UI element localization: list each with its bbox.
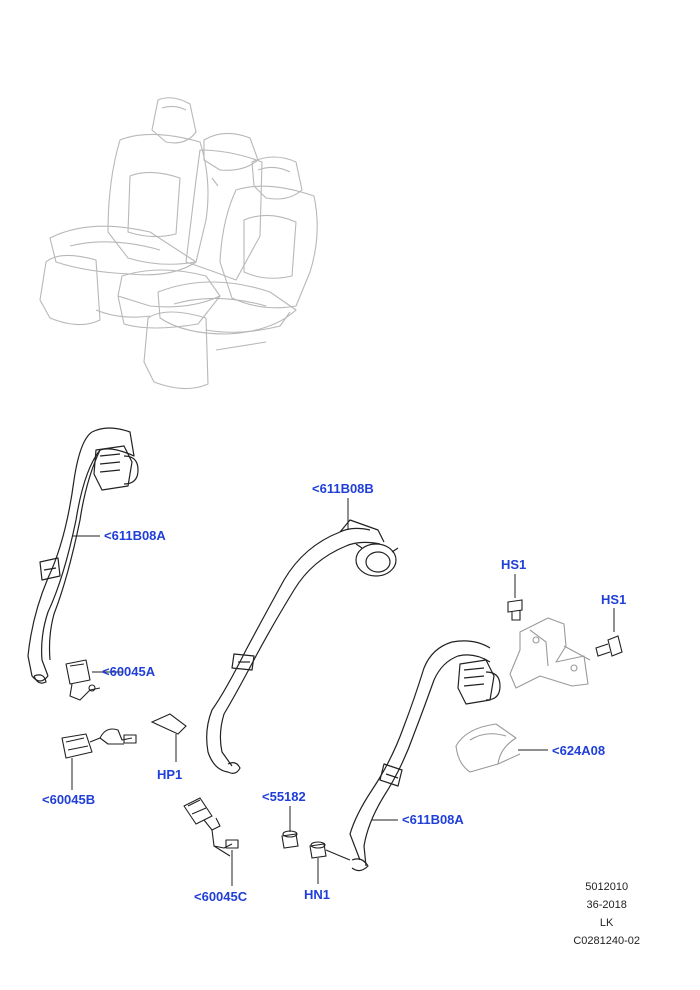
callout-624a08[interactable]: <624A08 [552,743,606,758]
buckle-60045b [61,728,137,759]
anchor-connection-line [325,849,351,861]
cover-624a08 [455,723,521,773]
callout-60045b[interactable]: <60045B [42,792,96,807]
leader-lines [71,498,615,886]
callout-60045a[interactable]: <60045A [102,664,156,679]
callout-55182[interactable]: <55182 [262,789,306,804]
bolt-hs1-right [595,635,623,657]
callout-611b08a-right[interactable]: <611B08A [402,812,464,827]
seat-belt-right [349,640,501,872]
callout-hp1[interactable]: HP1 [157,767,183,782]
reference-date: 36-2018 [586,899,627,911]
rear-seat-illustration [39,97,318,390]
illustration-id: C0281240-02 [573,935,640,947]
part-55182 [281,830,299,849]
buckle-60045a [65,659,101,701]
reference-code: 5012010 [585,881,629,893]
seat-belt-center [206,519,399,774]
buckle-60045c [183,797,239,857]
bolt-hs1-upper [507,599,523,621]
plate-hp1 [150,713,187,735]
seat-belt-left [27,427,139,684]
mounting-bracket [509,617,591,689]
reference-region: LK [599,917,614,929]
callout-hn1[interactable]: HN1 [304,887,331,902]
callout-611b08b[interactable]: <611B08B [312,481,374,496]
diagram-reference-block: 5012010 36-2018 LK C0281240-02 [573,878,640,950]
callout-hs1-right[interactable]: HS1 [601,592,627,607]
callout-60045c[interactable]: <60045C [194,889,248,904]
callout-hs1-upper[interactable]: HS1 [501,557,527,572]
nut-hn1 [309,841,327,859]
callout-611b08a-left[interactable]: <611B08A [104,528,166,543]
